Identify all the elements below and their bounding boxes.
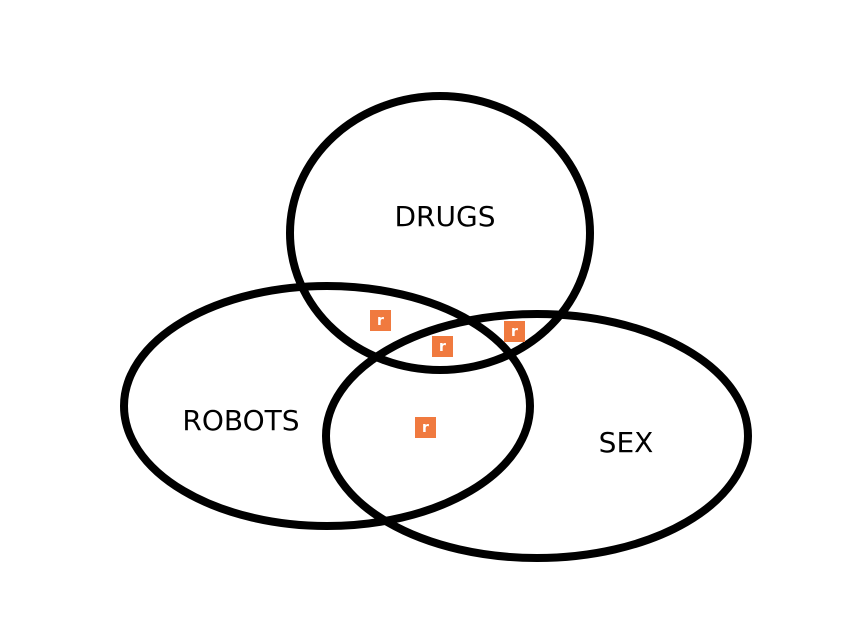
marker-square xyxy=(415,417,436,438)
marker-glyph: r xyxy=(377,313,384,329)
marker-drugs-robots[interactable]: r xyxy=(370,310,391,331)
robots-label: ROBOTS xyxy=(182,404,299,437)
marker-square xyxy=(370,310,391,331)
marker-drugs-robots-sex[interactable]: r xyxy=(432,336,453,357)
marker-square xyxy=(504,321,525,342)
marker-robots-sex[interactable]: r xyxy=(415,417,436,438)
marker-glyph: r xyxy=(422,420,429,436)
drugs-circle xyxy=(286,92,594,374)
marker-glyph: r xyxy=(439,339,446,355)
sex-ellipse xyxy=(322,310,752,562)
robots-ellipse xyxy=(120,282,534,530)
marker-drugs-sex[interactable]: r xyxy=(504,321,525,342)
marker-square xyxy=(432,336,453,357)
marker-glyph: r xyxy=(511,324,518,340)
drugs-label: DRUGS xyxy=(395,200,496,233)
sex-label: SEX xyxy=(599,426,654,459)
